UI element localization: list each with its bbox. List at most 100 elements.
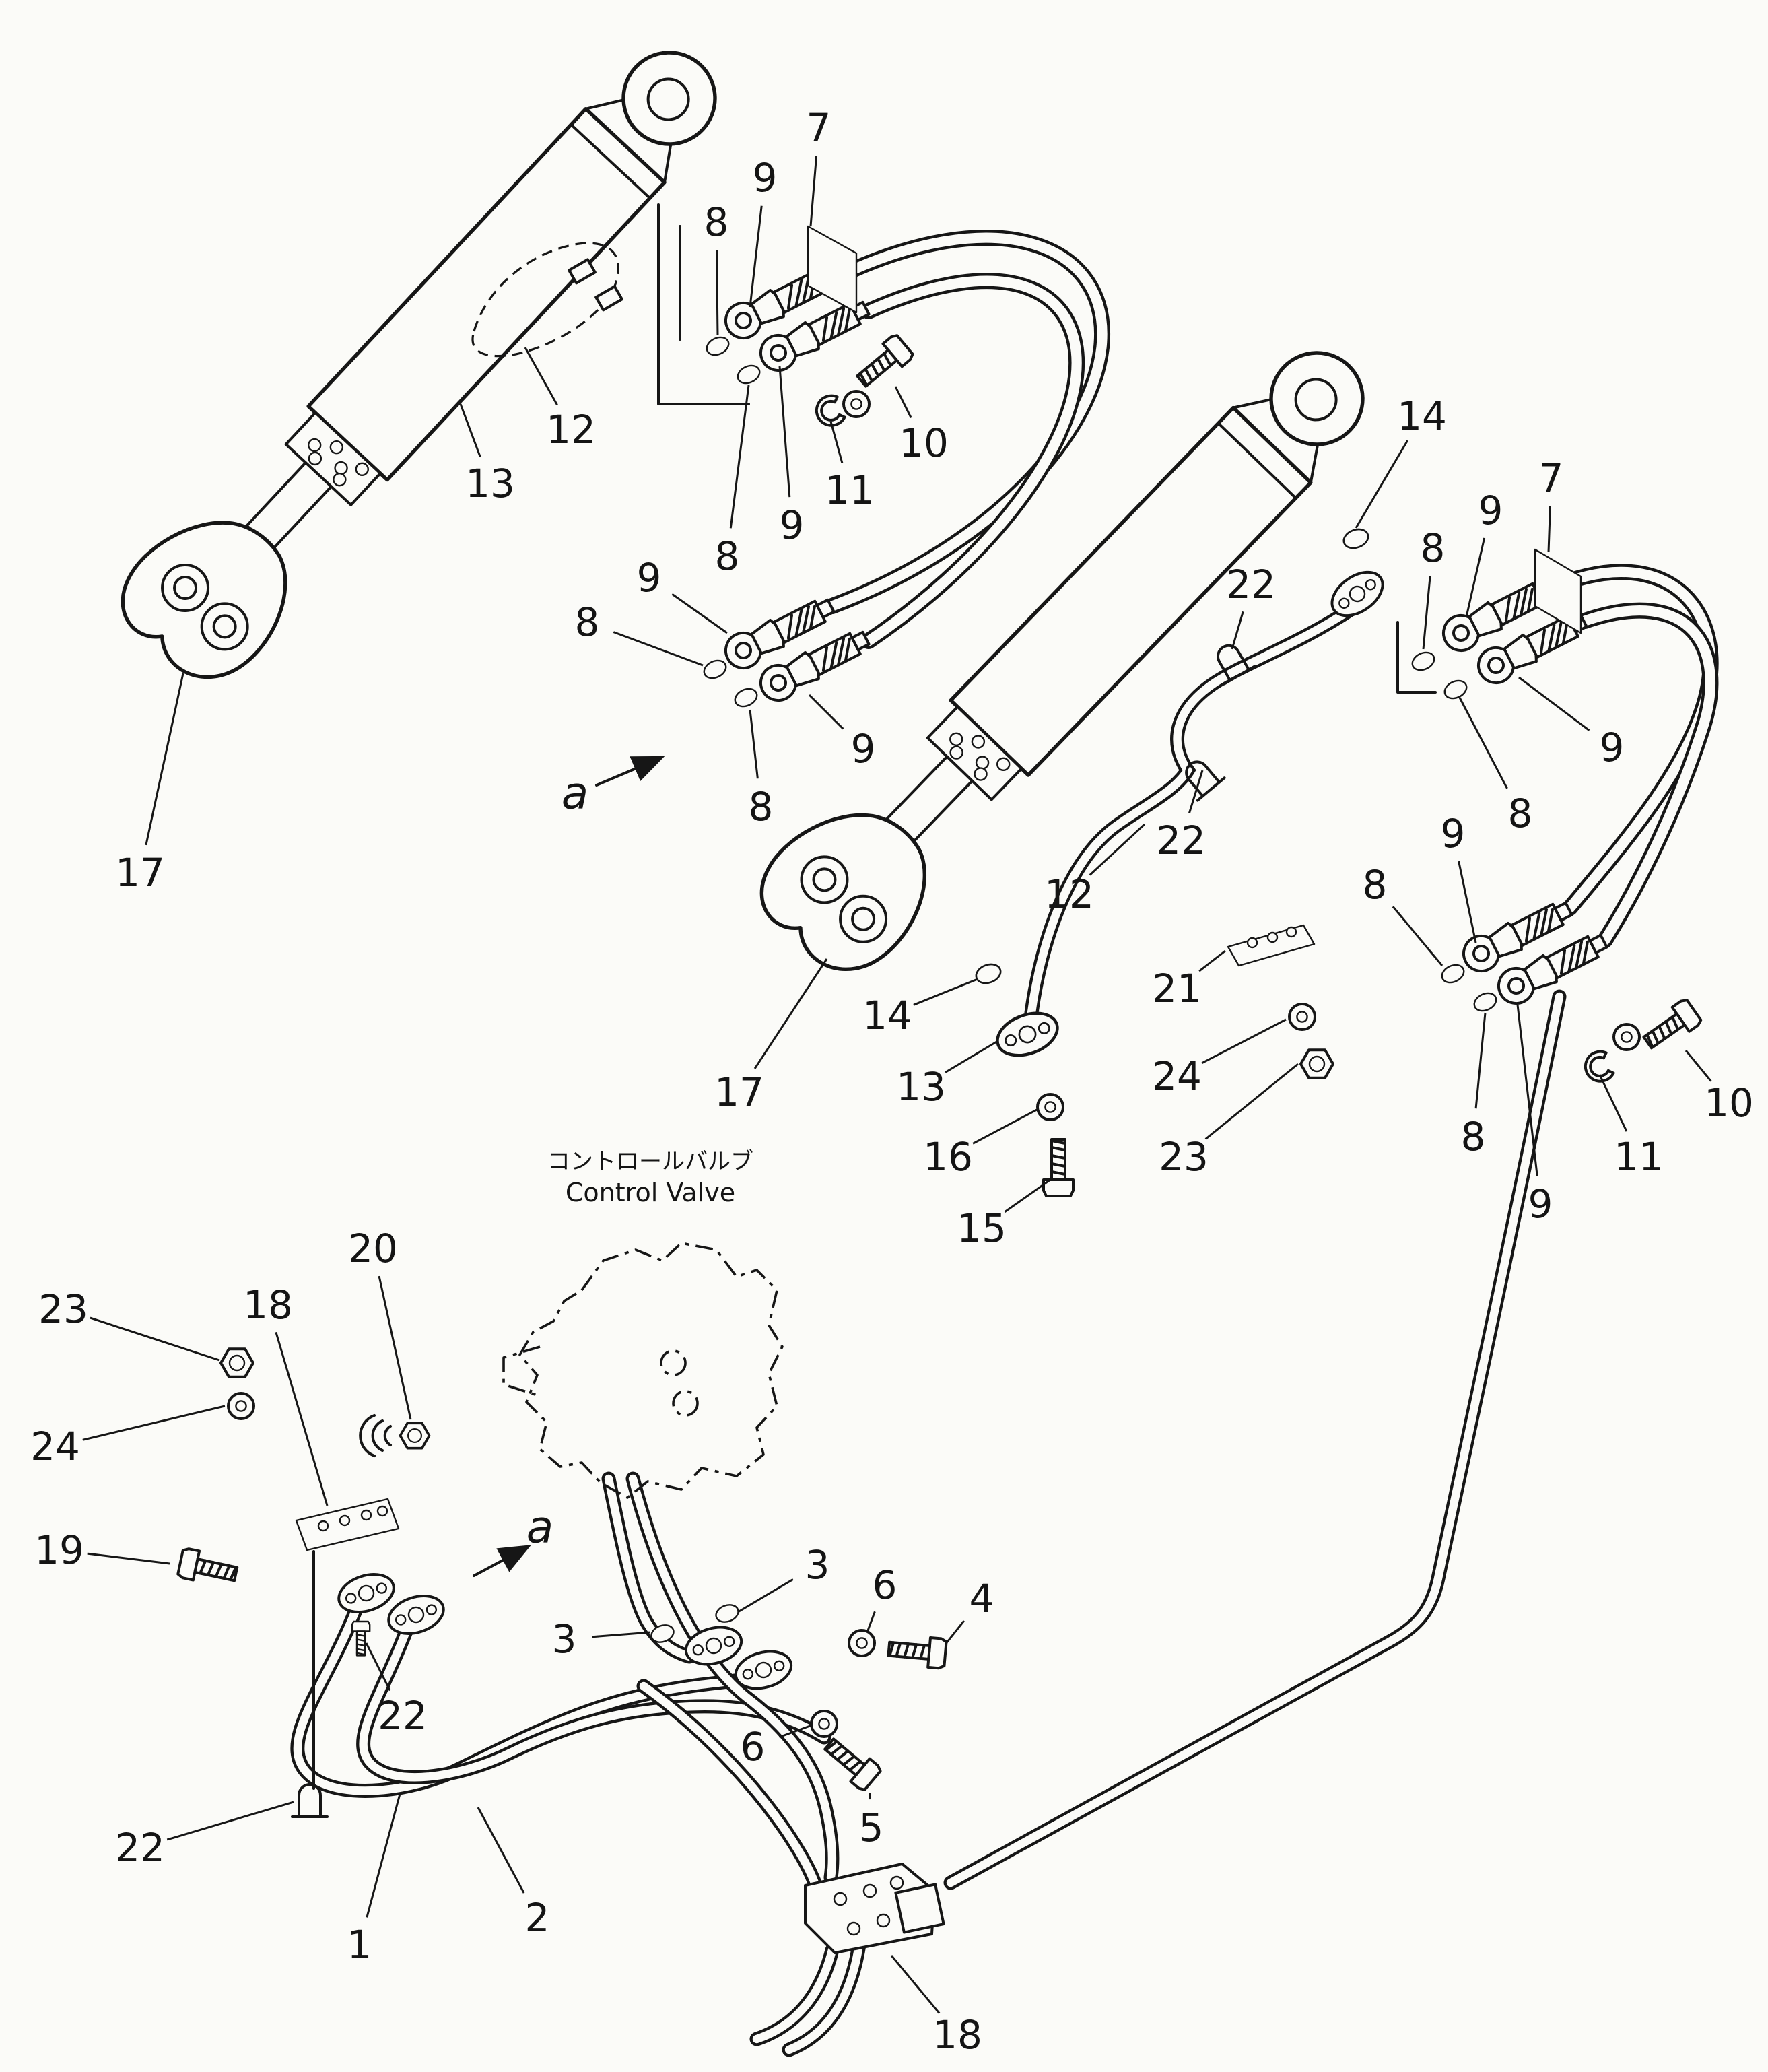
leader-line-7 <box>1547 506 1551 553</box>
callout-9: 9 <box>637 555 662 601</box>
pipe-2 <box>359 1625 829 1782</box>
pipe-bottom-b <box>784 1940 864 2054</box>
leader-line-10 <box>894 386 912 419</box>
callout-5: 5 <box>859 1805 884 1850</box>
leader-line-15 <box>1004 1178 1051 1213</box>
leader-line-14 <box>1355 440 1408 529</box>
hidden-port-boss <box>471 242 619 358</box>
nut <box>1299 1048 1334 1079</box>
hose-tag <box>1534 548 1582 634</box>
fittings-hardware <box>176 225 1704 1954</box>
leader-line-21 <box>1198 949 1226 972</box>
leader-line-14 <box>913 978 978 1006</box>
leader-line-9 <box>808 694 844 730</box>
callout-22: 22 <box>1226 562 1276 607</box>
vibration-marks <box>359 1414 392 1457</box>
callout-22: 22 <box>378 1693 428 1739</box>
callout-7: 7 <box>1539 455 1564 501</box>
bolt <box>1637 996 1704 1057</box>
o-ring <box>731 684 761 711</box>
schematic-link-line <box>657 203 750 405</box>
callout-18: 18 <box>932 2012 982 2058</box>
callout-22: 22 <box>115 1825 165 1871</box>
leader-line-19 <box>87 1552 170 1565</box>
callout-12: 12 <box>546 407 596 453</box>
leader-line-22 <box>1188 770 1204 814</box>
bolt <box>850 332 916 394</box>
leader-line-8 <box>1392 906 1443 966</box>
leader-line-18 <box>890 1955 941 2014</box>
o-ring <box>703 333 733 360</box>
callout-9: 9 <box>1600 725 1625 770</box>
leader-line-7 <box>809 156 818 227</box>
callout-11: 11 <box>825 467 875 513</box>
leader-line-17 <box>753 958 828 1069</box>
callout-8: 8 <box>1363 862 1388 908</box>
bolt <box>1042 1138 1075 1197</box>
leader-line-13 <box>945 1040 998 1073</box>
leader-line-2 <box>477 1807 525 1894</box>
leader-line-12 <box>524 347 558 406</box>
view-label-top: a <box>562 768 588 820</box>
callout-17: 17 <box>115 850 165 896</box>
callout-9: 9 <box>1528 1181 1553 1227</box>
valve-port <box>672 1390 699 1417</box>
leader-line-20 <box>378 1275 412 1420</box>
hose-left-loop-2 <box>863 275 1082 646</box>
leader-line-3 <box>592 1631 651 1638</box>
hose-tag <box>807 225 858 314</box>
callout-8: 8 <box>1508 791 1533 836</box>
leader-line-22 <box>365 1642 391 1692</box>
callout-23: 23 <box>1159 1134 1209 1180</box>
valve-port <box>660 1349 687 1376</box>
callout-4: 4 <box>970 1576 994 1622</box>
leader-line-13 <box>459 403 481 458</box>
leader-line-23 <box>1204 1063 1299 1140</box>
control-valve-outline <box>518 1242 784 1499</box>
pipe-right-long <box>946 992 1564 1887</box>
callout-3: 3 <box>552 1616 577 1662</box>
leader-line-22 <box>1231 611 1244 650</box>
leader-line-24 <box>1201 1018 1287 1064</box>
callout-16: 16 <box>923 1134 973 1180</box>
callout-layer: 7988911101213179898171413161514221222212… <box>30 105 1754 2058</box>
leader-line-17 <box>145 673 184 846</box>
callout-13: 13 <box>896 1064 946 1110</box>
o-ring <box>700 656 730 683</box>
leader-line-11 <box>1598 1074 1628 1132</box>
callout-7: 7 <box>807 105 831 151</box>
callout-18: 18 <box>243 1282 293 1328</box>
nut <box>219 1347 254 1378</box>
view-arrow-top <box>595 756 665 787</box>
callout-14: 14 <box>862 993 912 1038</box>
view-arrows: a a <box>473 756 665 1577</box>
bolt <box>886 1632 948 1670</box>
callout-6: 6 <box>873 1562 897 1608</box>
callout-8: 8 <box>715 533 740 579</box>
washer <box>227 1392 255 1420</box>
leader-line-8 <box>1474 1012 1487 1109</box>
callout-14: 14 <box>1397 393 1447 439</box>
leader-line-6 <box>866 1611 876 1633</box>
cylinder-port-fitting <box>568 258 597 285</box>
callout-2: 2 <box>525 1895 550 1941</box>
leader-line-24 <box>82 1405 226 1441</box>
washer <box>848 1629 876 1657</box>
leader-line-23 <box>90 1316 220 1362</box>
leader-line-4 <box>944 1619 965 1645</box>
hoses <box>824 230 1719 948</box>
callout-3: 3 <box>805 1542 830 1588</box>
control-valve-label-en: Control Valve <box>566 1178 735 1207</box>
leader-line-22 <box>166 1801 294 1841</box>
pipe-flange <box>992 1005 1063 1063</box>
callout-9: 9 <box>1478 488 1503 533</box>
callout-24: 24 <box>1152 1053 1202 1099</box>
pipe-bottom-a <box>752 1945 837 2044</box>
elbow-flange <box>333 1566 400 1620</box>
leader-line-12 <box>1089 823 1146 876</box>
pipe-valve-a <box>604 1474 694 1661</box>
leader-line-8 <box>613 631 704 667</box>
washer <box>1612 1023 1641 1051</box>
hose-right-loop-2 <box>1579 605 1715 945</box>
